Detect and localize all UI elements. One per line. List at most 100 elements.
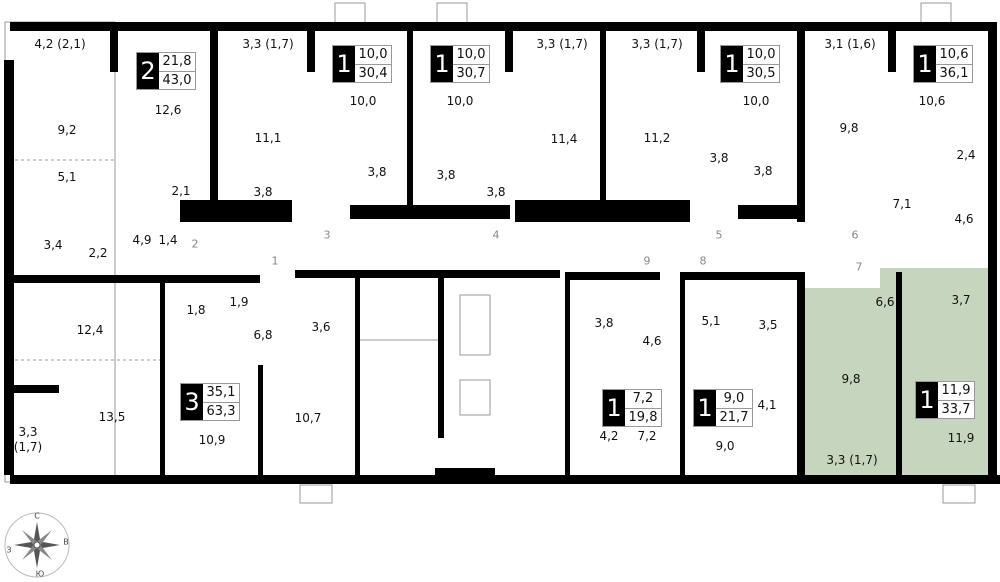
living-area: 10,0 (453, 46, 489, 65)
room-area: 3,6 (311, 320, 331, 334)
total-area: 36,1 (939, 65, 969, 81)
room-area: 3,8 (436, 168, 456, 182)
room-count: 2 (137, 53, 159, 89)
living-area: 35,1 (203, 384, 239, 403)
room-count: 1 (721, 46, 743, 82)
room-area: 5,1 (57, 170, 77, 184)
room-count: 3 (181, 384, 203, 420)
room-count: 1 (431, 46, 453, 82)
room-area: 3,8 (594, 316, 614, 330)
door-number: 8 (699, 254, 707, 268)
room-area: 9,8 (839, 121, 859, 135)
room-area: 3,3 (18, 425, 38, 439)
living-area: 21,8 (159, 53, 195, 72)
room-area: (1,7) (13, 440, 43, 454)
room-area: 6,8 (253, 328, 273, 342)
room-area: 10,0 (742, 94, 770, 108)
living-area: 10,0 (743, 46, 779, 65)
room-area: 3,1 (1,6) (824, 37, 876, 51)
room-area: 13,5 (98, 410, 126, 424)
compass-north: С (34, 511, 40, 521)
room-area: 4,6 (954, 212, 974, 226)
room-area: 11,4 (550, 132, 578, 146)
room-area: 11,2 (643, 131, 671, 145)
total-area: 30,5 (746, 65, 776, 81)
total-area: 21,7 (719, 409, 749, 425)
room-area: 9,0 (715, 439, 735, 453)
door-number: 6 (851, 228, 859, 242)
room-area: 3,8 (253, 185, 273, 199)
room-area: 1,8 (186, 303, 206, 317)
room-area: 2,4 (956, 148, 976, 162)
room-area: 9,8 (841, 372, 861, 386)
room-area: 10,7 (294, 411, 322, 425)
room-area: 4,2 (599, 429, 619, 443)
room-area: 7,2 (637, 429, 657, 443)
room-area: 4,6 (642, 334, 662, 348)
room-area: 11,9 (947, 431, 975, 445)
room-area: 3,5 (758, 318, 778, 332)
door-number: 1 (271, 254, 279, 268)
room-area: 10,0 (446, 94, 474, 108)
room-area: 3,3 (1,7) (631, 37, 683, 51)
room-area: 10,0 (349, 94, 377, 108)
compass-south: Ю (35, 569, 45, 579)
room-area: 5,1 (701, 314, 721, 328)
door-number: 2 (191, 237, 199, 251)
living-area: 11,9 (938, 382, 974, 401)
room-area: 7,1 (892, 197, 912, 211)
compass-west: З (6, 545, 12, 555)
total-area: 30,7 (456, 65, 486, 81)
room-area: 3,4 (43, 238, 63, 252)
room-area: 2,1 (171, 184, 191, 198)
room-area: 4,9 (132, 233, 152, 247)
room-area: 1,9 (229, 295, 249, 309)
living-area: 10,6 (936, 46, 972, 65)
living-area: 7,2 (625, 390, 661, 409)
room-area: 10,9 (198, 433, 226, 447)
room-area: 3,3 (1,7) (536, 37, 588, 51)
total-area: 43,0 (162, 72, 192, 88)
room-area: 4,2 (2,1) (34, 37, 86, 51)
total-area: 63,3 (206, 403, 236, 419)
door-number: 5 (715, 228, 723, 242)
room-area: 3,8 (709, 151, 729, 165)
room-area: 2,2 (88, 246, 108, 260)
living-area: 10,0 (355, 46, 391, 65)
room-area: 3,7 (951, 293, 971, 307)
room-area: 3,8 (367, 165, 387, 179)
room-area: 9,2 (57, 123, 77, 137)
compass: С В Ю З (4, 511, 70, 579)
room-area: 4,1 (757, 398, 777, 412)
room-area: 3,3 (1,7) (242, 37, 294, 51)
total-area: 33,7 (941, 401, 971, 417)
room-count: 1 (914, 46, 936, 82)
door-number: 7 (855, 260, 863, 274)
room-area: 12,4 (76, 323, 104, 337)
room-area: 1,4 (158, 233, 178, 247)
compass-east: В (63, 537, 69, 547)
room-area: 11,1 (254, 131, 282, 145)
room-count: 1 (694, 390, 716, 426)
compass-rose-icon (4, 512, 70, 578)
room-area: 3,3 (1,7) (826, 453, 878, 467)
room-count: 1 (916, 382, 938, 418)
room-area: 3,8 (486, 185, 506, 199)
room-area: 10,6 (918, 94, 946, 108)
room-count: 1 (333, 46, 355, 82)
living-area: 9,0 (716, 390, 752, 409)
room-count: 1 (603, 390, 625, 426)
room-area: 3,8 (753, 164, 773, 178)
room-area: 12,6 (154, 103, 182, 117)
walls (4, 22, 1000, 484)
